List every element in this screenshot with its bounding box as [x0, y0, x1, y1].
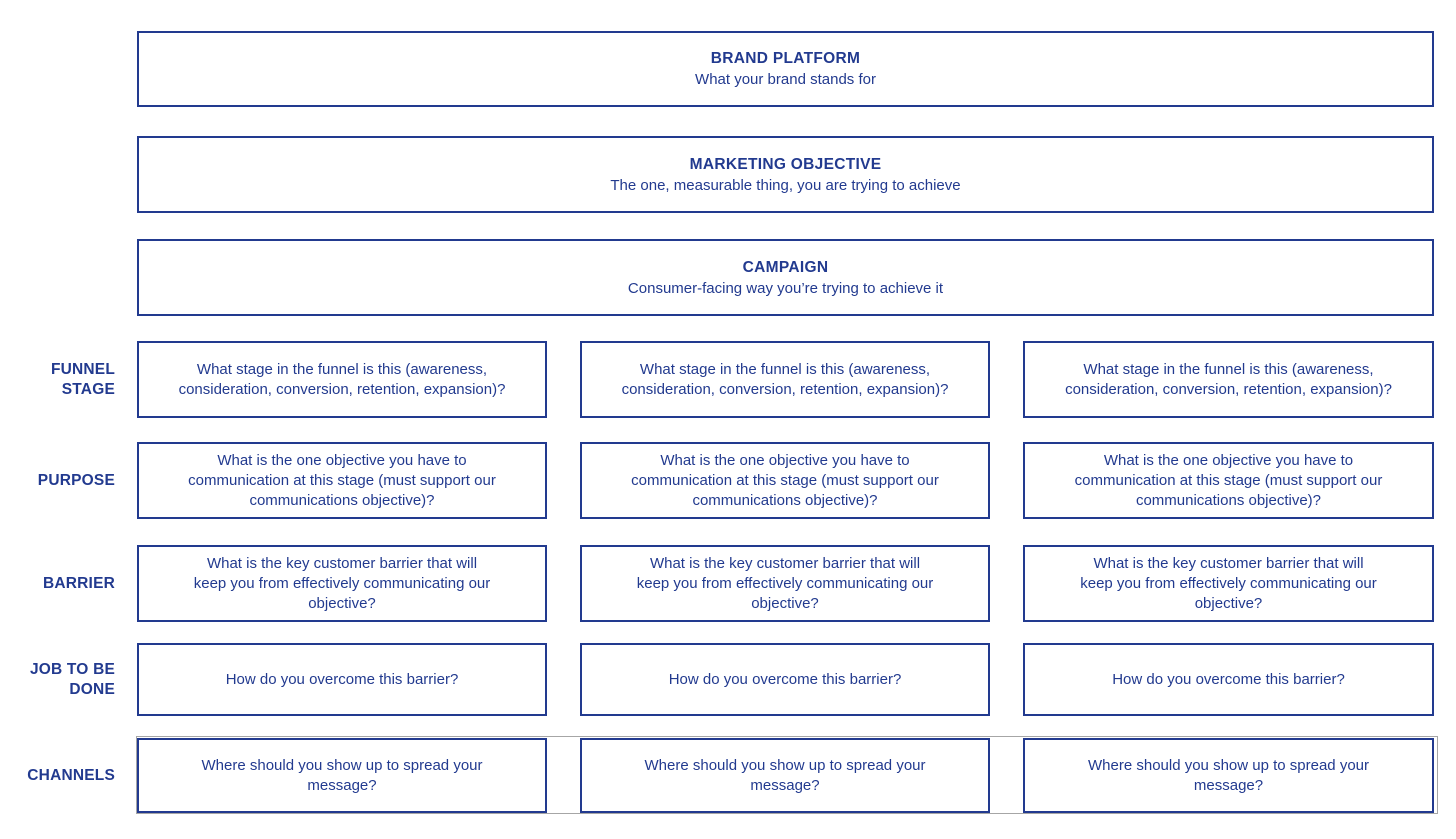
campaign-box: CAMPAIGN Consumer-facing way you’re tryi…: [137, 239, 1434, 316]
row-label-channels: CHANNELS: [27, 766, 115, 784]
row-label-job-to-be-done: JOB TO BE DONE: [29, 660, 115, 698]
barrier-cell-1: What is the key customer barrier that wi…: [137, 545, 547, 622]
row-label-barrier: BARRIER: [42, 574, 115, 592]
purpose-cell-3: What is the one objective you have to co…: [1023, 442, 1434, 519]
brand-platform-subtitle: What your brand stands for: [695, 71, 876, 88]
campaign-title: CAMPAIGN: [742, 258, 829, 276]
channels-cell-3: Where should you show up to spread your …: [1023, 738, 1434, 813]
channels-cell-1: Where should you show up to spread your …: [137, 738, 547, 813]
purpose-cell-2: What is the one objective you have to co…: [580, 442, 990, 519]
channels-row-outline: [136, 736, 1438, 814]
job-to-be-done-cell-2: How do you overcome this barrier?: [580, 643, 990, 716]
job-to-be-done-cell-3: How do you overcome this barrier?: [1023, 643, 1434, 716]
job-to-be-done-cell-1: How do you overcome this barrier?: [137, 643, 547, 716]
campaign-subtitle: Consumer-facing way you’re trying to ach…: [627, 279, 944, 297]
purpose-cell-1: What is the one objective you have to co…: [137, 442, 547, 519]
brand-platform-box: BRAND PLATFORM What your brand stands fo…: [137, 31, 1434, 107]
funnel-stage-cell-2: What stage in the funnel is this (awaren…: [580, 341, 990, 418]
brand-platform-title: BRAND PLATFORM: [710, 50, 861, 67]
barrier-cell-3: What is the key customer barrier that wi…: [1023, 545, 1434, 622]
row-label-funnel-stage: FUNNEL STAGE: [50, 360, 115, 398]
barrier-cell-2: What is the key customer barrier that wi…: [580, 545, 990, 622]
row-label-purpose: PURPOSE: [37, 471, 115, 489]
channels-cell-2: Where should you show up to spread your …: [580, 738, 990, 813]
funnel-stage-cell-1: What stage in the funnel is this (awaren…: [137, 341, 547, 418]
marketing-objective-subtitle: The one, measurable thing, you are tryin…: [610, 176, 961, 194]
funnel-stage-cell-3: What stage in the funnel is this (awaren…: [1023, 341, 1434, 418]
marketing-objective-title: MARKETING OBJECTIVE: [689, 155, 882, 173]
marketing-objective-box: MARKETING OBJECTIVE The one, measurable …: [137, 136, 1434, 213]
